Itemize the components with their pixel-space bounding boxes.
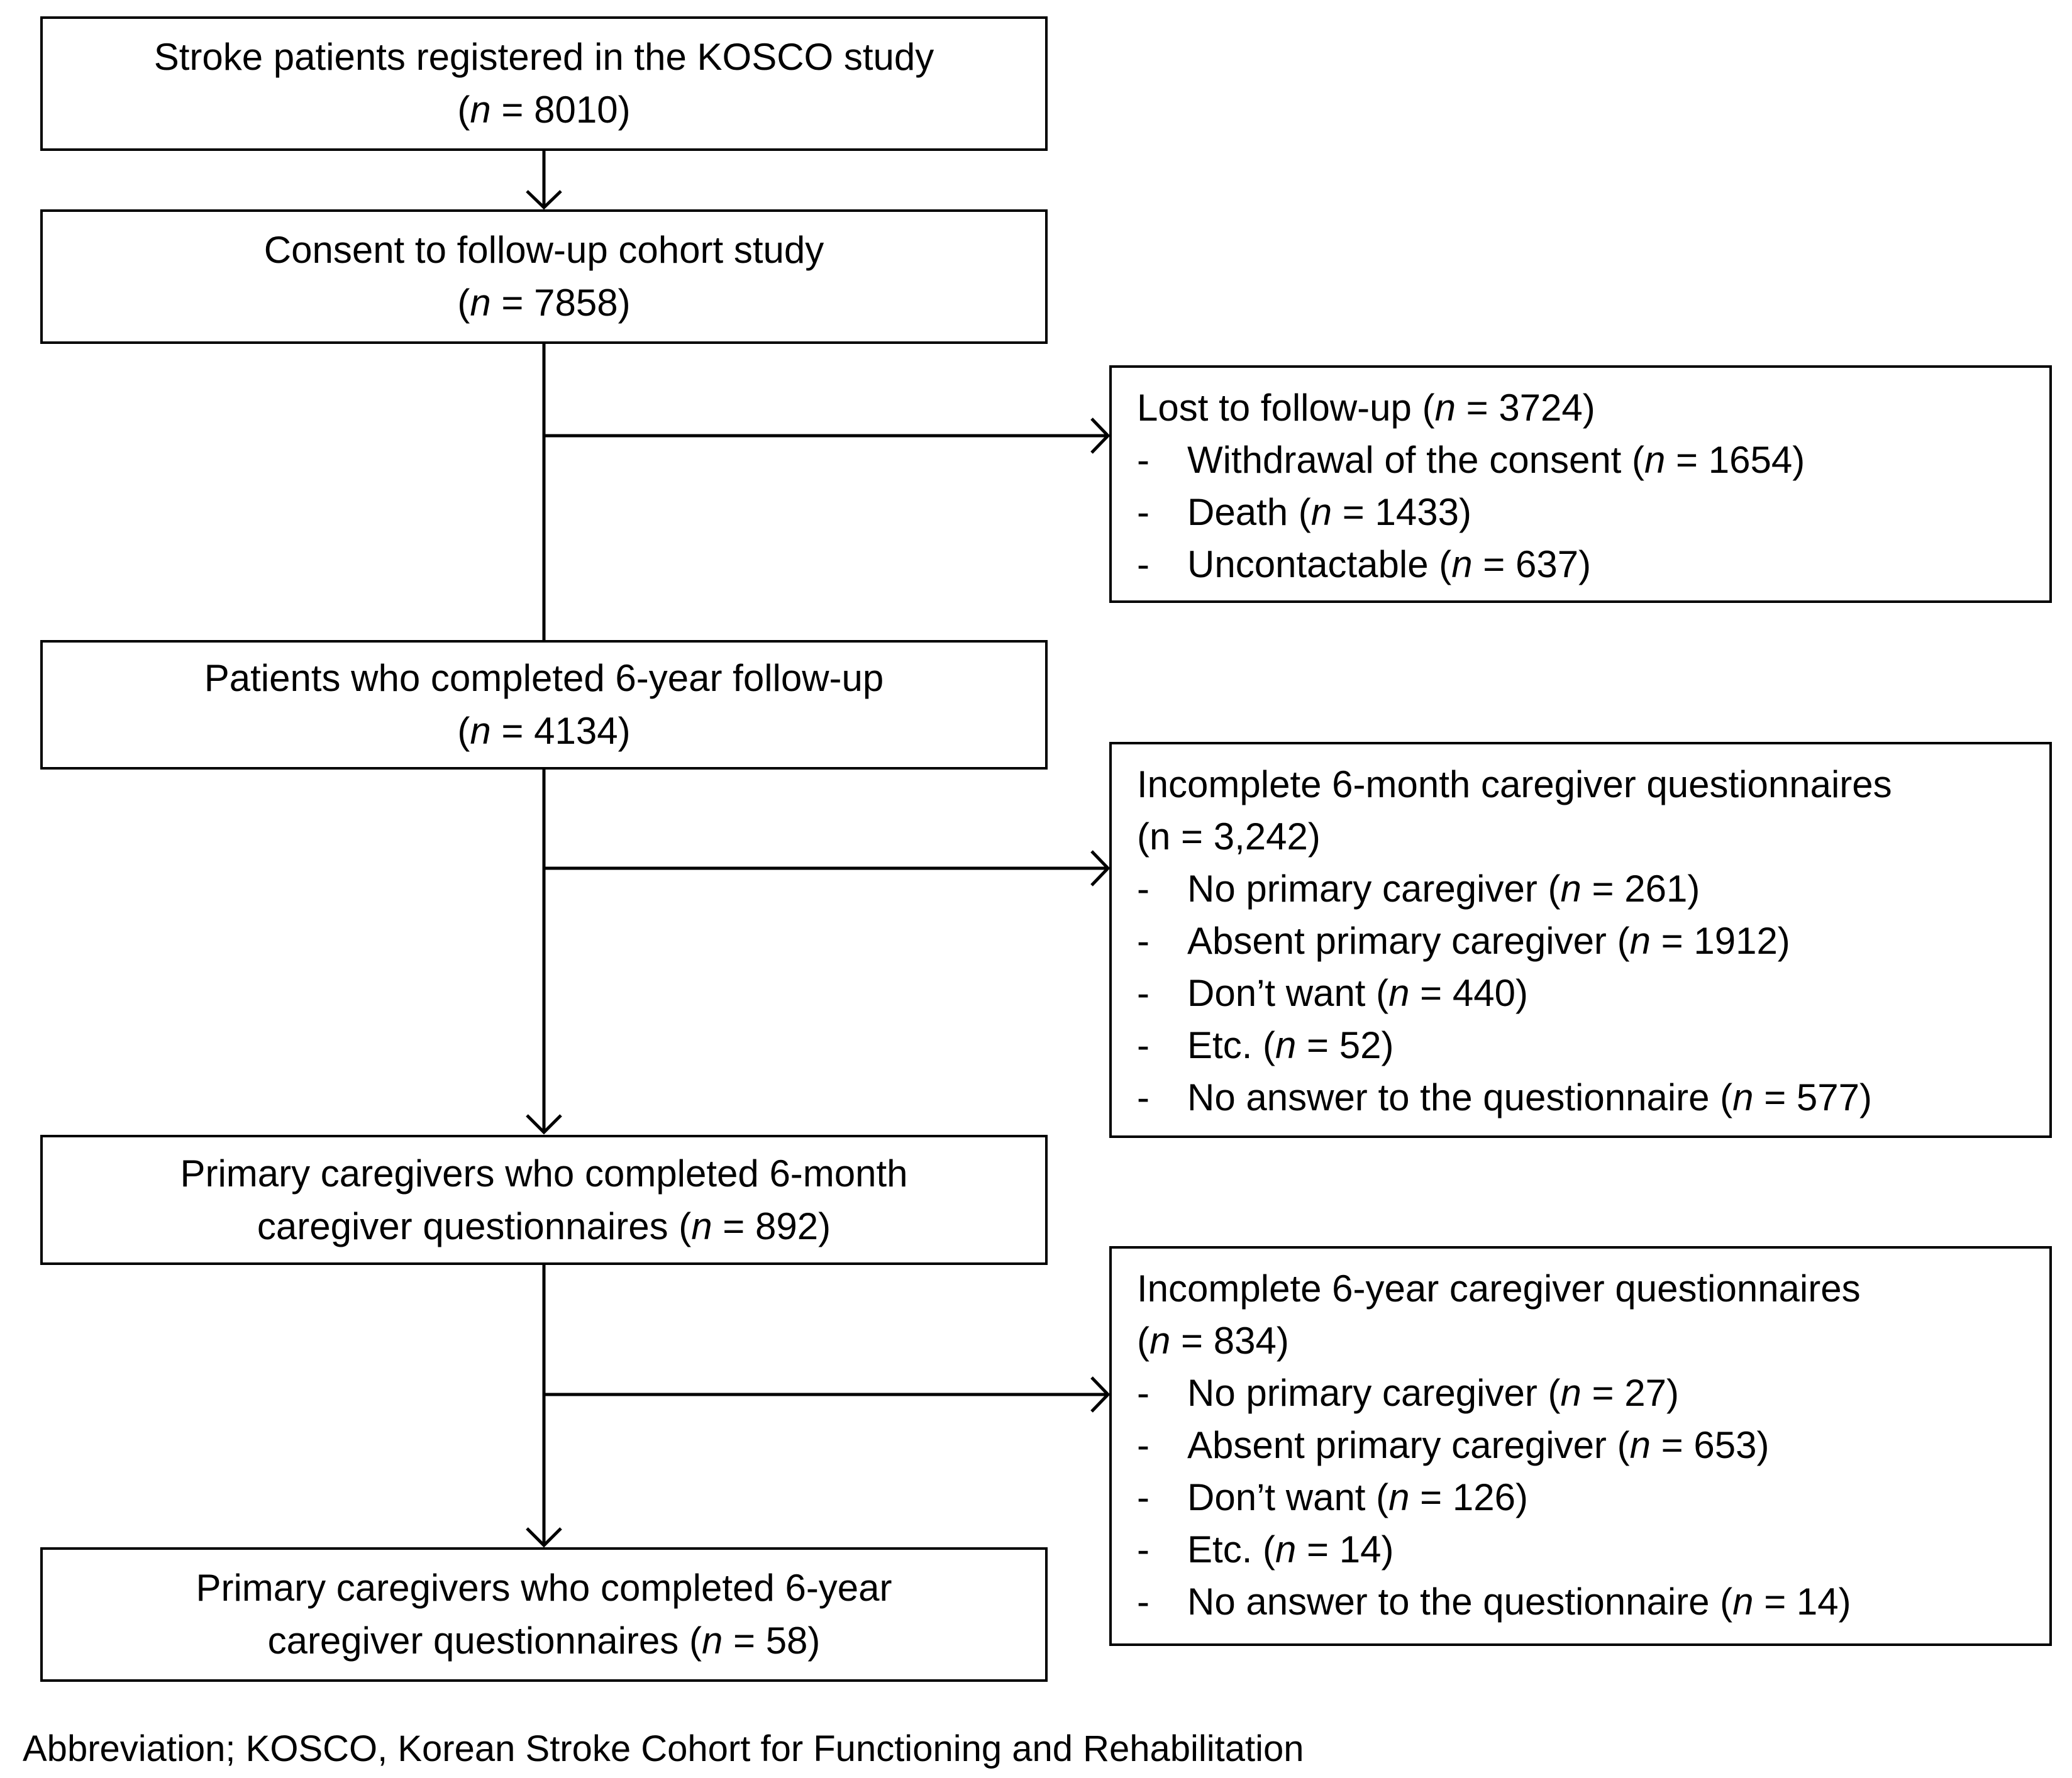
list-item: -No primary caregiver (n = 27) (1137, 1372, 1679, 1414)
incomplete-6year-title: Incomplete 6-year caregiver questionnair… (1137, 1267, 1861, 1310)
list-item: -No primary caregiver (n = 261) (1137, 868, 1700, 910)
list-item: -Etc. (n = 14) (1137, 1528, 1394, 1571)
list-item: -Withdrawal of the consent (n = 1654) (1137, 439, 1805, 481)
box-registered-line1: Stroke patients registered in the KOSCO … (153, 36, 934, 78)
box-caregivers-6year-line2: caregiver questionnaires (n = 58) (267, 1620, 821, 1662)
box-caregivers-6month-line2: caregiver questionnaires (n = 892) (257, 1205, 831, 1247)
box-completed-6year-followup-line1: Patients who completed 6-year follow-up (204, 657, 884, 699)
box-completed-6year-followup-line2: (n = 4134) (457, 710, 631, 752)
box-caregivers-6month-line1: Primary caregivers who completed 6-month (180, 1152, 908, 1195)
incomplete-6year-title-line2: (n = 834) (1137, 1320, 1289, 1362)
incomplete-6month-title: Incomplete 6-month caregiver questionnai… (1137, 763, 1892, 805)
list-item: -No answer to the questionnaire (n = 14) (1137, 1581, 1851, 1623)
box-consent: Consent to follow-up cohort study (n = 7… (40, 209, 1048, 344)
list-item: -No answer to the questionnaire (n = 577… (1137, 1076, 1873, 1118)
list-item: -Uncontactable (n = 637) (1137, 543, 1592, 585)
box-caregivers-6year-line1: Primary caregivers who completed 6-year (196, 1567, 892, 1609)
arrow-to-incomplete-6year-head (1090, 1376, 1111, 1413)
list-item: -Absent primary caregiver (n = 653) (1137, 1424, 1770, 1466)
box-lost-to-followup: Lost to follow-up (n = 3724) -Withdrawal… (1109, 365, 2052, 603)
box-caregivers-6month: Primary caregivers who completed 6-month… (40, 1135, 1048, 1265)
box-registered: Stroke patients registered in the KOSCO … (40, 16, 1048, 151)
lost-to-followup-title: Lost to follow-up (n = 3724) (1137, 387, 1595, 429)
list-item: -Don’t want (n = 440) (1137, 972, 1528, 1014)
box-consent-line1: Consent to follow-up cohort study (263, 229, 824, 271)
list-item: -Death (n = 1433) (1137, 491, 1471, 533)
arrow-to-lost-followup-head (1090, 417, 1111, 454)
box-incomplete-6year: Incomplete 6-year caregiver questionnair… (1109, 1246, 2052, 1646)
list-item: -Absent primary caregiver (n = 1912) (1137, 920, 1790, 962)
arrow-to-incomplete-6month-head (1090, 850, 1111, 886)
box-consent-line2: (n = 7858) (457, 282, 631, 324)
box-completed-6year-followup: Patients who completed 6-year follow-up … (40, 640, 1048, 770)
list-item: -Don’t want (n = 126) (1137, 1476, 1528, 1518)
box-registered-line2: (n = 8010) (457, 89, 631, 131)
incomplete-6month-title-line2: (n = 3,242) (1137, 815, 1321, 858)
box-incomplete-6month: Incomplete 6-month caregiver questionnai… (1109, 742, 2052, 1138)
arrow-box4-to-box5-head (526, 1527, 562, 1548)
arrow-box1-to-box2-head (526, 190, 562, 210)
list-item: -Etc. (n = 52) (1137, 1024, 1394, 1066)
box-caregivers-6year: Primary caregivers who completed 6-year … (40, 1547, 1048, 1682)
arrow-box3-to-box4-head (526, 1114, 562, 1135)
footnote-abbreviation: Abbreviation; KOSCO, Korean Stroke Cohor… (23, 1728, 1304, 1769)
